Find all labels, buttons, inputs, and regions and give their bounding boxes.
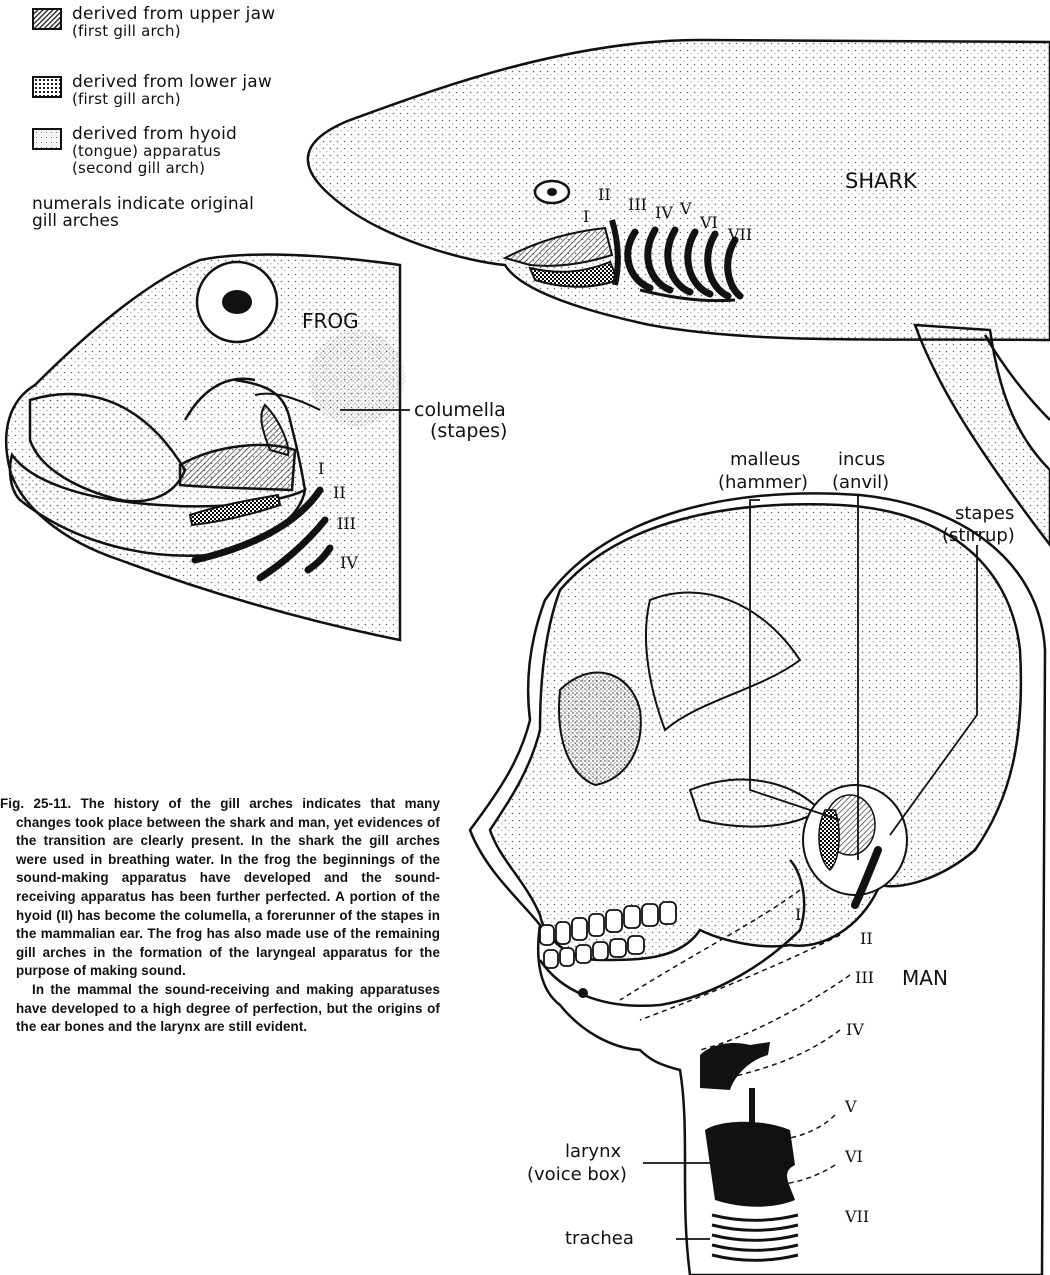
caption-paragraph-1: Fig. 25-11. The history of the gill arch…: [0, 795, 440, 981]
man-title: MAN: [902, 966, 948, 990]
shark-numeral-ii: II: [598, 185, 611, 204]
shark-numeral-vii: VII: [727, 225, 752, 244]
larynx-label: larynx: [565, 1141, 621, 1162]
man-numeral-iii: III: [855, 968, 874, 987]
figure-caption: Fig. 25-11. The history of the gill arch…: [0, 795, 440, 1037]
shark-numeral-vi: VI: [699, 213, 718, 232]
legend-item-upper-jaw: derived from upper jaw (first gill arch): [32, 6, 275, 40]
malleus-sub-label: (hammer): [718, 472, 808, 493]
legend-lower-jaw-sub: (first gill arch): [72, 91, 272, 108]
legend-note-line-2: gill arches: [32, 213, 254, 230]
man-numeral-iv: IV: [846, 1020, 864, 1039]
legend-item-lower-jaw: derived from lower jaw (first gill arch): [32, 74, 272, 108]
malleus-label: malleus: [730, 449, 800, 470]
man-numeral-ii: II: [860, 929, 873, 948]
caption-paragraph-2: In the mammal the sound-receiving and ma…: [0, 981, 440, 1037]
columella-label: columella: [414, 399, 506, 421]
legend-hyoid-label: derived from hyoid: [72, 124, 237, 144]
man-numeral-vii: VII: [844, 1207, 869, 1226]
legend-hyoid-sub-2: (second gill arch): [72, 160, 237, 177]
frog-tympanum: [309, 330, 405, 426]
incus-sub-label: (anvil): [832, 472, 889, 493]
stapes-label: stapes: [955, 503, 1014, 524]
frog-numeral-iv: IV: [340, 553, 358, 572]
man-numeral-vi: VI: [844, 1147, 863, 1166]
upper-jaw-swatch: [32, 8, 62, 30]
legend-lower-jaw-label: derived from lower jaw: [72, 72, 272, 92]
legend-hyoid-sub-1: (tongue) apparatus: [72, 143, 237, 160]
stapes-sub-label: (stirrup): [942, 525, 1015, 546]
frog-numeral-ii: II: [333, 483, 346, 502]
trachea-label: trachea: [565, 1228, 634, 1249]
shark-numeral-iv: IV: [655, 203, 673, 222]
shark-numeral-v: V: [679, 199, 692, 218]
shark-title: SHARK: [845, 169, 918, 193]
shark-numeral-iii: III: [628, 195, 647, 214]
incus-label: incus: [838, 449, 885, 470]
shark-numeral-i: I: [583, 207, 589, 226]
frog-numeral-i: I: [318, 459, 324, 478]
larynx-sub-label: (voice box): [527, 1164, 627, 1185]
frog-numeral-iii: III: [337, 514, 356, 533]
man-drawing: [470, 493, 1045, 1275]
frog-title: FROG: [302, 309, 359, 333]
hyoid-swatch: [32, 128, 62, 150]
shark-body: [308, 40, 1050, 340]
legend: derived from upper jaw (first gill arch)…: [0, 0, 330, 240]
legend-upper-jaw-label: derived from upper jaw: [72, 4, 275, 24]
legend-note: numerals indicate original gill arches: [32, 196, 254, 230]
legend-upper-jaw-sub: (first gill arch): [72, 23, 275, 40]
shark-drawing: [308, 40, 1050, 545]
man-numeral-i: I: [795, 905, 801, 924]
columella-sub-label: (stapes): [430, 420, 507, 442]
man-numeral-v: V: [844, 1097, 857, 1116]
legend-item-hyoid: derived from hyoid (tongue) apparatus (s…: [32, 126, 237, 177]
man-larynx: [705, 1122, 795, 1207]
lower-jaw-swatch: [32, 76, 62, 98]
